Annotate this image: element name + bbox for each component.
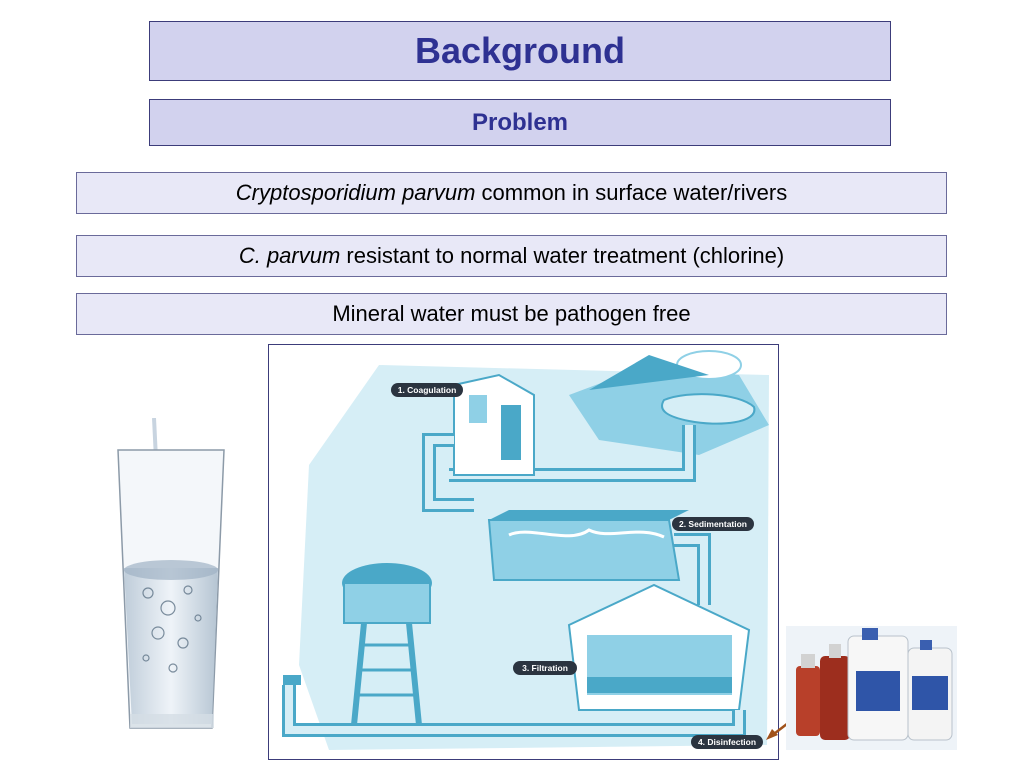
bullet-box-3: Mineral water must be pathogen free	[76, 293, 947, 335]
bullet-box-2: C. parvum resistant to normal water trea…	[76, 235, 947, 277]
bullet-rest-2: resistant to normal water treatment (chl…	[340, 243, 785, 268]
slide-subtitle: Problem	[471, 108, 569, 136]
slide-title-box: Background	[149, 21, 891, 81]
slide-subtitle-box: Problem	[149, 99, 891, 146]
step-label-bg-3	[513, 661, 577, 675]
bullet-box-1: Cryptosporidium parvum common in surface…	[76, 172, 947, 214]
bullet-italic-1: Cryptosporidium parvum	[235, 180, 476, 205]
slide-title: Background	[414, 30, 626, 71]
bullet-italic-2: C. parvum	[238, 243, 341, 268]
step-label-disinfection: 4. Disinfection	[698, 737, 756, 747]
water-glass-image	[88, 417, 238, 736]
bullet-text-3: Mineral water must be pathogen free	[332, 301, 690, 327]
step-label-bg-2	[672, 517, 754, 531]
bullet-rest-1: common in surface water/rivers	[475, 180, 788, 205]
bullet-rest-3: Mineral water must be pathogen free	[332, 301, 691, 326]
water-treatment-diagram: 1. Coagulation 2. Sedimentation 3. Filtr…	[268, 344, 779, 760]
step-label-bg-4	[691, 735, 763, 749]
step-label-coagulation: 1. Coagulation	[398, 385, 457, 395]
step-label-filtration: 3. Filtration	[522, 663, 568, 673]
bullet-text-1: Cryptosporidium parvum common in surface…	[236, 180, 787, 206]
step-label-sedimentation: 2. Sedimentation	[679, 519, 747, 529]
step-label-bg-1	[391, 383, 463, 397]
disinfectant-bottles-image	[786, 626, 957, 750]
bullet-text-2: C. parvum resistant to normal water trea…	[239, 243, 784, 269]
